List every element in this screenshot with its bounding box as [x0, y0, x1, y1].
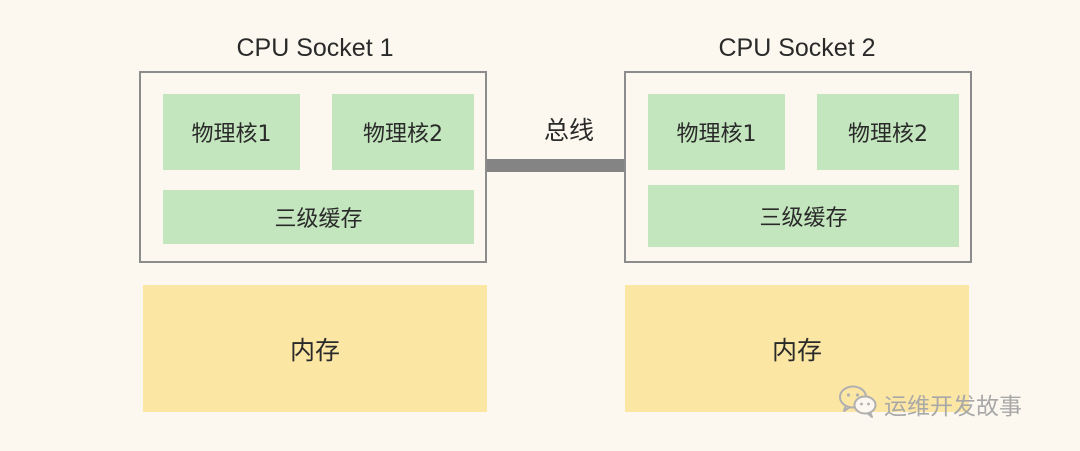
- bus-label: 总线: [544, 116, 595, 145]
- socket2-title: CPU Socket 2: [718, 34, 876, 62]
- watermark-text: 运维开发故事: [884, 394, 1022, 420]
- socket2-memory: 内存: [625, 285, 969, 412]
- bus-line: [487, 159, 625, 172]
- socket1-title: CPU Socket 1: [236, 34, 394, 62]
- wechat-icon: [838, 384, 878, 424]
- socket2-core1: 物理核1: [648, 94, 785, 170]
- socket1-box: 物理核1 物理核2 三级缓存: [139, 71, 487, 263]
- socket1-core2: 物理核2: [332, 94, 474, 170]
- socket1-memory: 内存: [143, 285, 487, 412]
- socket1-core1: 物理核1: [163, 94, 300, 170]
- socket2-l3-cache: 三级缓存: [648, 185, 959, 247]
- watermark: 运维开发故事: [838, 384, 1022, 424]
- socket2-box: 物理核1 物理核2 三级缓存: [624, 71, 972, 263]
- socket2-core2: 物理核2: [817, 94, 959, 170]
- socket1-l3-cache: 三级缓存: [163, 190, 474, 244]
